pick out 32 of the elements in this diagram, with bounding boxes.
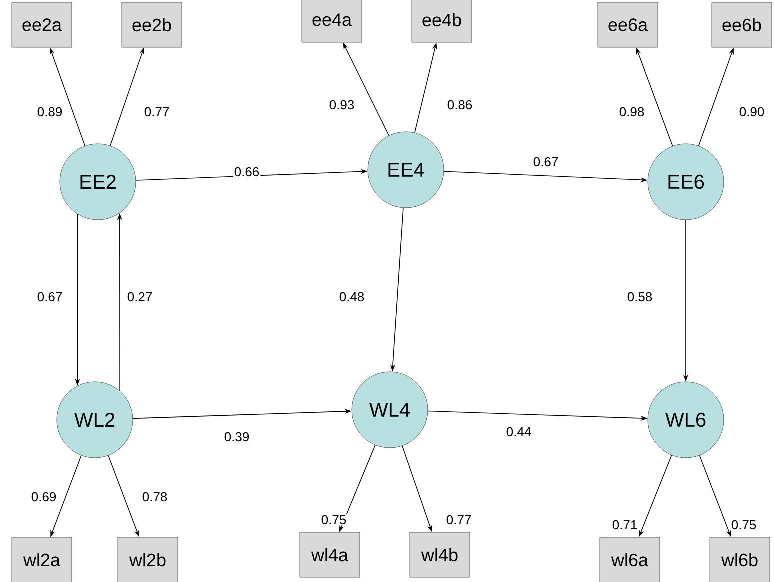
edge-label: 0.71 <box>611 519 639 531</box>
edge-label: 0.27 <box>126 291 154 303</box>
indicator-box: ee4b <box>412 0 472 43</box>
edge-label: 0.89 <box>36 106 64 118</box>
edge-label: 0.69 <box>30 491 58 503</box>
edge-label: 0.58 <box>626 291 654 303</box>
indicator-box: wl2a <box>12 537 72 582</box>
indicator-box: ee6a <box>598 2 658 48</box>
edge-label: 0.93 <box>328 99 356 111</box>
indicator-box: ee2a <box>12 2 72 48</box>
edge-label: 0.44 <box>505 426 533 438</box>
indicator-box: wl6a <box>600 537 660 582</box>
indicator-box: wl4b <box>410 532 470 578</box>
edge-label: 0.77 <box>143 106 171 118</box>
edge-label: 0.67 <box>532 156 560 168</box>
edge-label: 0.48 <box>338 291 366 303</box>
edge-label: 0.67 <box>36 291 64 303</box>
edge-label: 0.39 <box>223 431 251 443</box>
edge-label: 0.86 <box>446 99 474 111</box>
edge-label: 0.75 <box>730 519 758 531</box>
indicator-box: ee6b <box>712 2 772 48</box>
edge-label: 0.77 <box>445 514 473 526</box>
edge-label: 0.90 <box>738 106 766 118</box>
indicator-box: wl4a <box>300 532 360 578</box>
edge-label: 0.98 <box>618 106 646 118</box>
indicator-box: ee2b <box>122 2 182 48</box>
edge-label: 0.66 <box>233 166 261 178</box>
indicator-box: wl6b <box>710 537 770 582</box>
edge-label: 0.78 <box>141 491 169 503</box>
indicator-box: ee4a <box>302 0 362 43</box>
edge-label: 0.75 <box>320 514 348 526</box>
indicator-box: wl2b <box>118 537 178 582</box>
